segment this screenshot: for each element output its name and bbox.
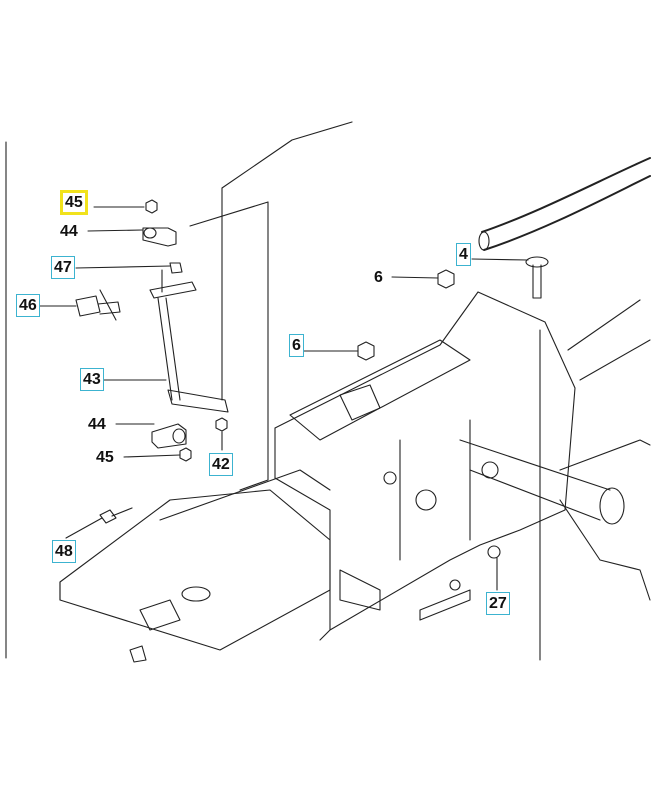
frame-plate: [274, 291, 576, 641]
leader-48: [65, 517, 103, 539]
callout-6-top-label: 6: [374, 269, 383, 286]
leader-45-bottom: [123, 454, 181, 458]
frame-bracket: [559, 439, 651, 471]
frame-lower-right: [559, 499, 651, 601]
callout-44-bottom-label: 44: [88, 416, 106, 433]
callout-47[interactable]: 47: [51, 256, 75, 279]
callout-45-top[interactable]: 45: [60, 190, 88, 215]
floor-plate-hole: [181, 586, 211, 602]
guide-line-2: [189, 201, 269, 491]
callout-44-top-label: 44: [60, 223, 78, 240]
rod-shaft: [157, 297, 181, 401]
frame-slot: [339, 384, 381, 421]
rod-end-bottom: [151, 423, 187, 449]
cross-tube-end: [599, 487, 625, 525]
callout-45-bottom[interactable]: 45: [94, 448, 116, 468]
frame-top-edge: [221, 121, 353, 189]
floor-bolt: [449, 579, 461, 591]
rod-bottom-arm: [167, 389, 229, 413]
callout-44-top[interactable]: 44: [58, 222, 80, 242]
leader-47: [75, 265, 171, 269]
nut-6-mid: [357, 341, 375, 361]
hose-edge: [483, 175, 651, 251]
callout-4-label: 4: [459, 246, 468, 263]
callout-47-label: 47: [54, 259, 72, 276]
clip-47: [169, 262, 183, 274]
callout-45-top-label: 45: [65, 194, 83, 211]
callout-45-bottom-label: 45: [96, 449, 114, 466]
callout-43-label: 43: [83, 371, 101, 388]
callout-44-bottom[interactable]: 44: [86, 415, 108, 435]
leader-4: [471, 258, 529, 261]
floor-plate: [59, 489, 331, 651]
rod-top-arm: [149, 281, 197, 299]
rear-frame: [567, 299, 651, 381]
floor-bracket: [339, 569, 381, 611]
callout-48[interactable]: 48: [52, 540, 76, 563]
callout-42-label: 42: [212, 456, 230, 473]
frame-ribs: [399, 419, 471, 561]
callout-6-mid-label: 6: [292, 337, 301, 354]
bolt-27: [487, 545, 501, 559]
carriage-bolt-head: [525, 256, 549, 268]
frame-side: [274, 427, 331, 631]
hose: [481, 157, 651, 233]
nut-6-top: [437, 269, 455, 289]
floor-plate-slot: [139, 599, 181, 631]
nut-45-bottom: [179, 447, 192, 462]
rod-end-top-eye: [143, 227, 157, 239]
callout-46-label: 46: [19, 297, 37, 314]
callout-6-mid[interactable]: 6: [289, 334, 304, 357]
frame-hole: [383, 471, 397, 485]
frame-top-face: [289, 339, 471, 441]
nut-42: [215, 417, 228, 432]
pin-46-body: [75, 295, 101, 317]
leader-44-top: [87, 229, 143, 232]
floor-plate-ridge: [159, 469, 331, 521]
leader-6-top: [391, 276, 439, 279]
callout-27[interactable]: 27: [486, 592, 510, 615]
callout-27-label: 27: [489, 595, 507, 612]
rod-end-top: [142, 227, 177, 247]
carriage-bolt-shank: [532, 264, 542, 299]
bottom-bolt: [129, 645, 147, 663]
callout-6-top[interactable]: 6: [372, 268, 385, 288]
callout-42[interactable]: 42: [209, 453, 233, 476]
frame-hole-2: [415, 489, 437, 511]
callout-43[interactable]: 43: [80, 368, 104, 391]
bolt-48-head: [99, 509, 117, 524]
pin-46-shank: [97, 301, 121, 315]
bolt-48-shank: [111, 507, 133, 517]
hose-end: [478, 231, 490, 251]
nut-45-top: [145, 199, 158, 214]
callout-46[interactable]: 46: [16, 294, 40, 317]
floor-bracket-2: [419, 589, 471, 621]
rod-end-bottom-eye: [172, 428, 186, 444]
callout-48-label: 48: [55, 543, 73, 560]
callout-4[interactable]: 4: [456, 243, 471, 266]
cross-tube: [459, 439, 611, 521]
pin-46-clip: [99, 289, 117, 321]
